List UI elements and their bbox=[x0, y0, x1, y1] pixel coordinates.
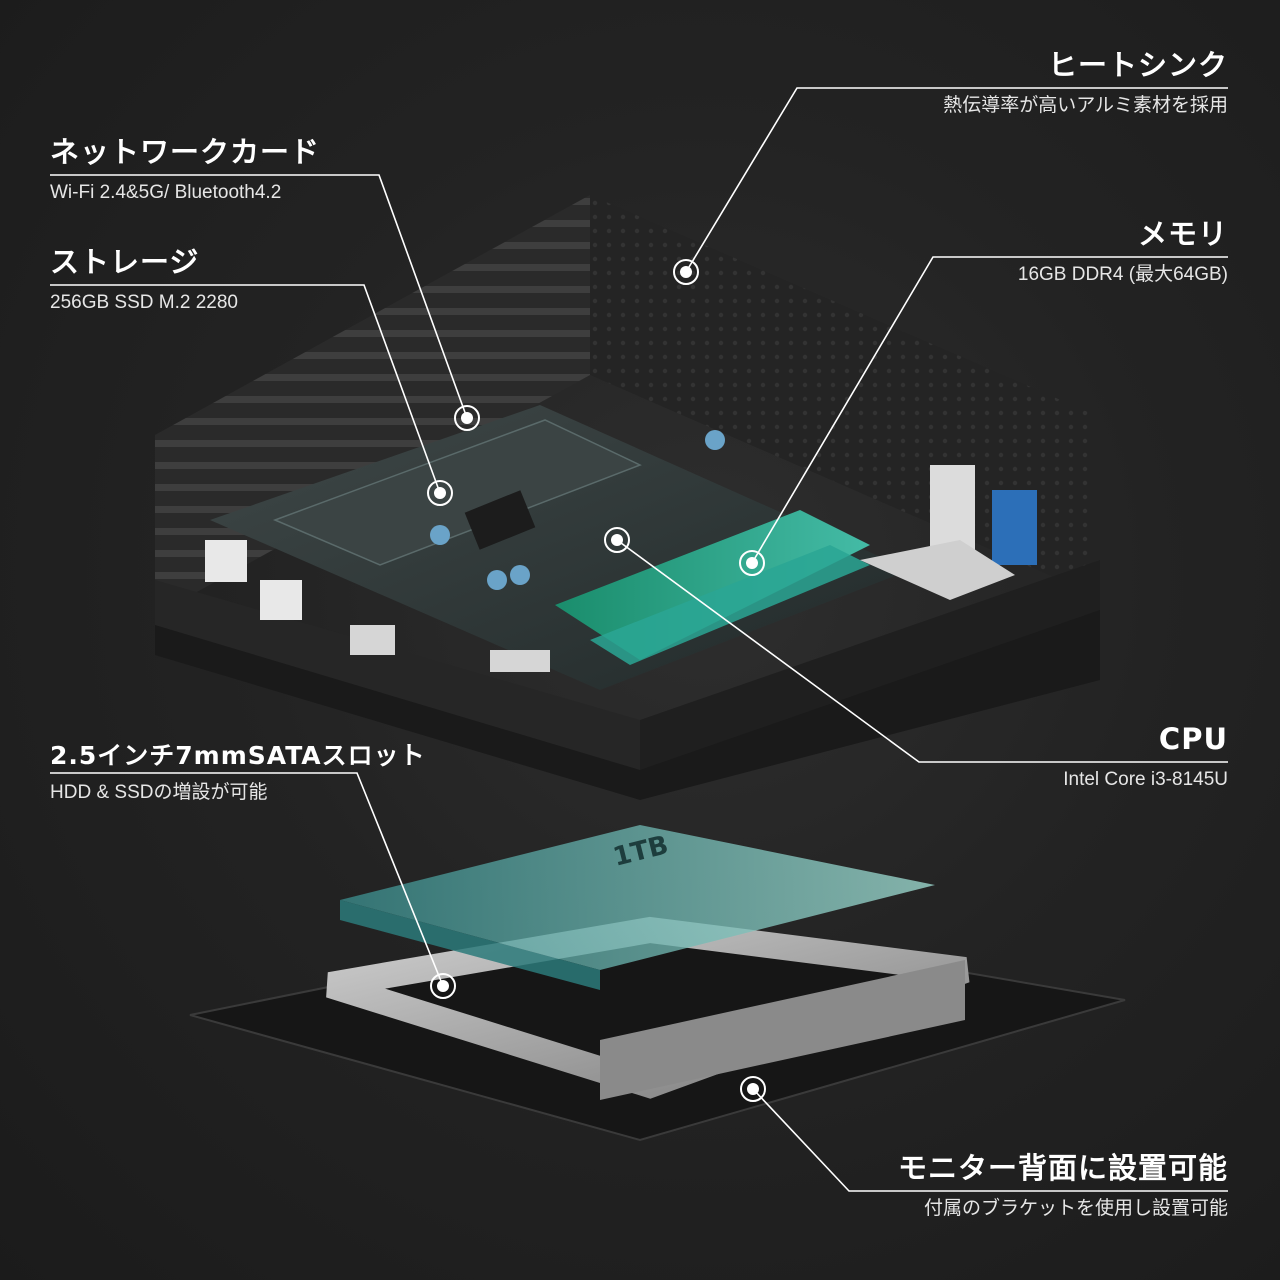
dot-memory bbox=[739, 550, 765, 576]
port-usb3 bbox=[992, 490, 1037, 565]
leader-storage bbox=[50, 284, 441, 494]
dot-sata bbox=[430, 973, 456, 999]
capacitor bbox=[487, 570, 507, 590]
callout-subtitle: 16GB DDR4 (最大64GB) bbox=[1017, 264, 1228, 285]
callout-title: ネットワークカード bbox=[50, 135, 321, 169]
motherboard bbox=[205, 405, 1037, 690]
leader-lines bbox=[50, 87, 1228, 1192]
callout-mount: モニター背面に設置可能 付属のブラケットを使用し設置可能 bbox=[898, 1150, 1228, 1222]
callout-title: CPU bbox=[1158, 722, 1228, 756]
dot-storage bbox=[427, 480, 453, 506]
callout-subtitle: 付属のブラケットを使用し設置可能 bbox=[923, 1198, 1228, 1219]
dot-network bbox=[454, 405, 480, 431]
callout-subtitle: Intel Core i3-8145U bbox=[1063, 769, 1228, 790]
port-usb bbox=[260, 580, 302, 620]
callout-cpu: CPU Intel Core i3-8145U bbox=[1063, 721, 1228, 793]
dot-mount bbox=[740, 1076, 766, 1102]
leader-memory bbox=[751, 256, 1228, 564]
dot-heatsink bbox=[673, 259, 699, 285]
callout-network: ネットワークカード Wi-Fi 2.4&5G/ Bluetooth4.2 bbox=[50, 134, 320, 206]
hdd-drive bbox=[340, 825, 935, 970]
callout-subtitle: 熱伝導率が高いアルミ素材を採用 bbox=[943, 95, 1228, 116]
chip bbox=[464, 490, 536, 550]
callout-sata: 2.5インチ7mmSATAスロット HDD & SSDの増設が可能 bbox=[50, 738, 426, 806]
m2-ssd bbox=[272, 419, 642, 566]
callout-subtitle: 256GB SSD M.2 2280 bbox=[50, 292, 238, 313]
callout-title: ストレージ bbox=[50, 245, 200, 279]
port-lan bbox=[205, 540, 247, 582]
callout-title: モニター背面に設置可能 bbox=[897, 1151, 1228, 1185]
callout-subtitle: Wi-Fi 2.4&5G/ Bluetooth4.2 bbox=[50, 182, 282, 203]
leader-network bbox=[50, 174, 468, 419]
leader-cpu bbox=[616, 539, 1228, 763]
leader-sata bbox=[50, 772, 444, 987]
leader-heatsink bbox=[685, 87, 1228, 273]
callout-title: 2.5インチ7mmSATAスロット bbox=[50, 741, 426, 770]
callout-memory: メモリ 16GB DDR4 (最大64GB) bbox=[1018, 216, 1228, 288]
callout-title: メモリ bbox=[1137, 217, 1228, 251]
callout-dots bbox=[427, 259, 766, 1102]
callout-subtitle: HDD & SSDの増設が可能 bbox=[50, 782, 268, 803]
callout-title: ヒートシンク bbox=[1047, 48, 1228, 82]
hdd-bracket-assembly: 1TB bbox=[189, 825, 1126, 1142]
dot-cpu bbox=[604, 527, 630, 553]
leader-mount bbox=[752, 1088, 1228, 1192]
callout-storage: ストレージ 256GB SSD M.2 2280 bbox=[50, 244, 238, 316]
ram-stick bbox=[555, 510, 870, 660]
callout-heatsink: ヒートシンク 熱伝導率が高いアルミ素材を採用 bbox=[943, 47, 1228, 119]
